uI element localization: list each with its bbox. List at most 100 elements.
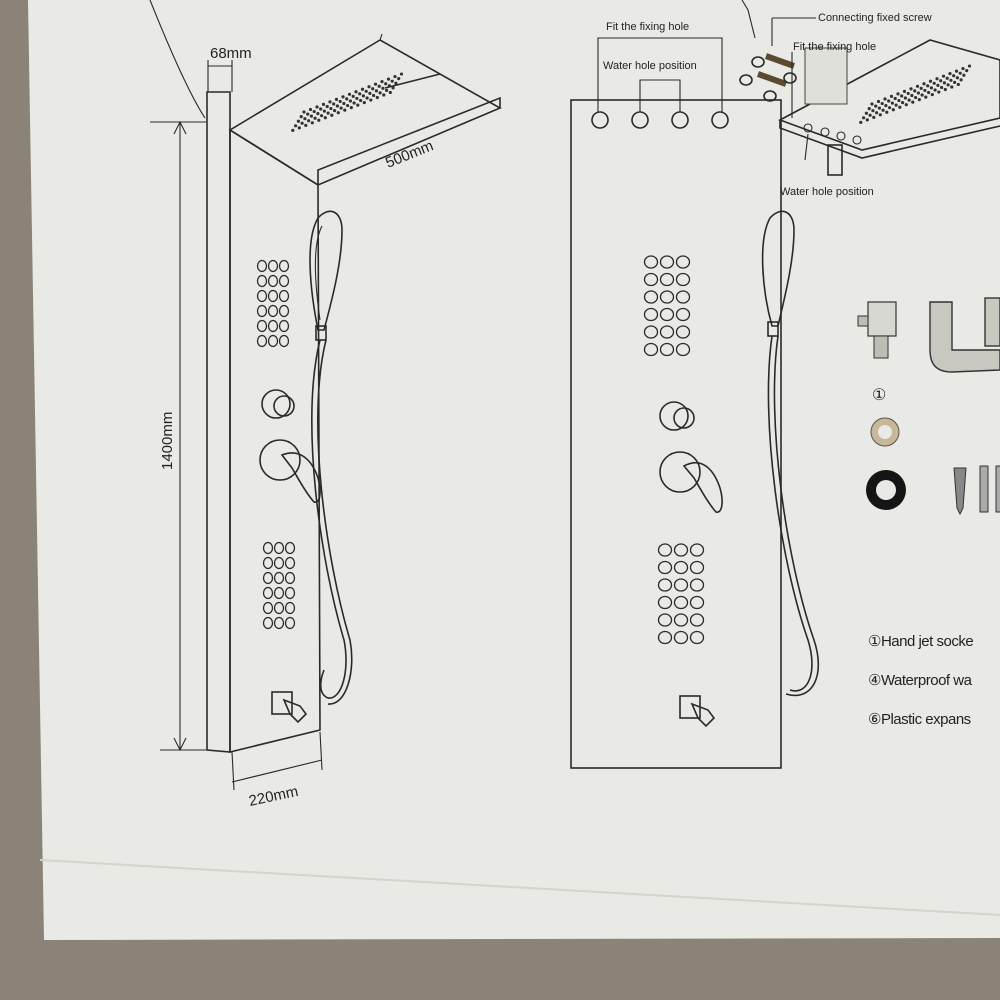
- head-nozzle: [937, 90, 941, 94]
- front-hose: [767, 335, 813, 692]
- head-nozzle: [926, 84, 930, 88]
- angle-valve-outlet: [873, 335, 889, 359]
- head-nozzle: [326, 111, 330, 115]
- paper-fold: [39, 859, 1000, 916]
- head-nozzle: [907, 98, 911, 102]
- head-nozzle: [878, 113, 882, 117]
- body-jets-upper: [256, 259, 290, 348]
- jet-nozzle: [689, 613, 705, 627]
- head-nozzle: [355, 96, 359, 101]
- jet-nozzle: [278, 319, 290, 333]
- head-nozzle: [367, 85, 371, 89]
- head-nozzle: [294, 124, 298, 128]
- head-nozzle: [299, 115, 303, 119]
- head-nozzle: [347, 92, 352, 96]
- head-nozzle: [916, 91, 921, 95]
- front-diverter-cap: [673, 407, 695, 429]
- head-nozzle: [384, 82, 388, 86]
- head-nozzle: [898, 105, 902, 109]
- jet-nozzle: [689, 630, 705, 645]
- jet-nozzle: [657, 613, 673, 627]
- front-jets-upper: [643, 255, 691, 357]
- detail-mount-plate: [804, 47, 848, 105]
- head-nozzle: [291, 128, 295, 132]
- head-nozzle: [360, 87, 365, 91]
- head-nozzle: [373, 82, 378, 86]
- head-nozzle: [900, 94, 904, 98]
- legend-item-1: ①Hand jet socke: [868, 633, 973, 650]
- jet-nozzle: [256, 259, 268, 273]
- head-nozzle: [941, 74, 946, 78]
- head-nozzle: [896, 92, 900, 96]
- height-arrow-top: [173, 120, 187, 135]
- tub-spout: [282, 698, 308, 724]
- jet-nozzle: [262, 586, 274, 600]
- head-nozzle: [316, 112, 320, 116]
- head-nozzle: [922, 82, 926, 86]
- head-nozzle: [352, 101, 356, 105]
- head-nozzle: [950, 85, 954, 89]
- stray-arc: [149, 0, 206, 119]
- head-nozzle: [888, 106, 892, 110]
- head-nozzle: [377, 84, 381, 88]
- jet-nozzle: [267, 289, 279, 303]
- head-nozzle: [946, 83, 950, 87]
- diverter-knob: [261, 389, 291, 419]
- head-nozzle: [864, 111, 869, 115]
- shower-hose: [311, 339, 347, 699]
- head-nozzle: [362, 100, 366, 105]
- head-nozzle: [364, 89, 368, 93]
- head-nozzle: [333, 109, 337, 113]
- detail-hole-2: [820, 127, 830, 137]
- jet-nozzle: [659, 255, 675, 269]
- jet-nozzle: [273, 571, 285, 585]
- head-nozzle: [919, 86, 923, 90]
- jet-nozzle: [273, 556, 285, 570]
- head-nozzle: [961, 66, 965, 71]
- legend-item-4: ④Waterproof wa: [868, 672, 973, 689]
- head-nozzle: [354, 90, 358, 94]
- head-nozzle: [306, 112, 310, 116]
- jet-nozzle: [267, 304, 279, 318]
- head-nozzle: [307, 119, 311, 123]
- front-diverter-knob: [659, 401, 689, 431]
- head-nozzle: [382, 93, 386, 97]
- head-nozzle: [948, 72, 952, 76]
- head-nozzle: [904, 103, 908, 107]
- jet-nozzle: [657, 595, 673, 610]
- head-nozzle: [334, 97, 339, 101]
- head-nozzle: [932, 81, 936, 85]
- head-nozzle: [954, 69, 959, 73]
- parts-legend: ①Hand jet socke ④Waterproof wa ⑥Plastic …: [868, 633, 974, 728]
- jet-nozzle: [643, 325, 659, 339]
- head-nozzle: [390, 79, 394, 83]
- head-nozzle: [343, 108, 347, 112]
- mixer-base: [259, 439, 301, 481]
- width-dimension-line: [231, 759, 323, 783]
- fixing-hole-right: [711, 111, 729, 129]
- head-nozzle: [897, 98, 901, 103]
- head-nozzle: [300, 121, 304, 125]
- head-nozzle: [901, 101, 905, 105]
- width-extension-left: [231, 751, 235, 791]
- head-nozzle: [309, 114, 313, 118]
- head-nozzle: [322, 109, 326, 113]
- head-nozzle: [870, 102, 874, 106]
- depth-label: 68mm: [210, 45, 252, 62]
- head-nozzle: [913, 89, 917, 93]
- head-nozzle: [911, 100, 915, 104]
- jet-nozzle: [256, 304, 268, 318]
- jet-nozzle: [262, 541, 274, 555]
- front-hose-outer: [773, 335, 819, 697]
- jet-nozzle: [273, 541, 285, 555]
- head-nozzle: [945, 76, 949, 80]
- shower-head-front-edge: [317, 96, 501, 185]
- head-nozzle: [394, 81, 398, 85]
- anchor-1: [979, 465, 989, 513]
- head-nozzle: [385, 88, 389, 92]
- detail-mount-block: [827, 144, 843, 176]
- head-nozzle: [891, 108, 895, 112]
- diverter-knob-cap: [273, 395, 295, 417]
- waterfall-slot: [384, 73, 441, 89]
- jet-nozzle: [673, 630, 689, 645]
